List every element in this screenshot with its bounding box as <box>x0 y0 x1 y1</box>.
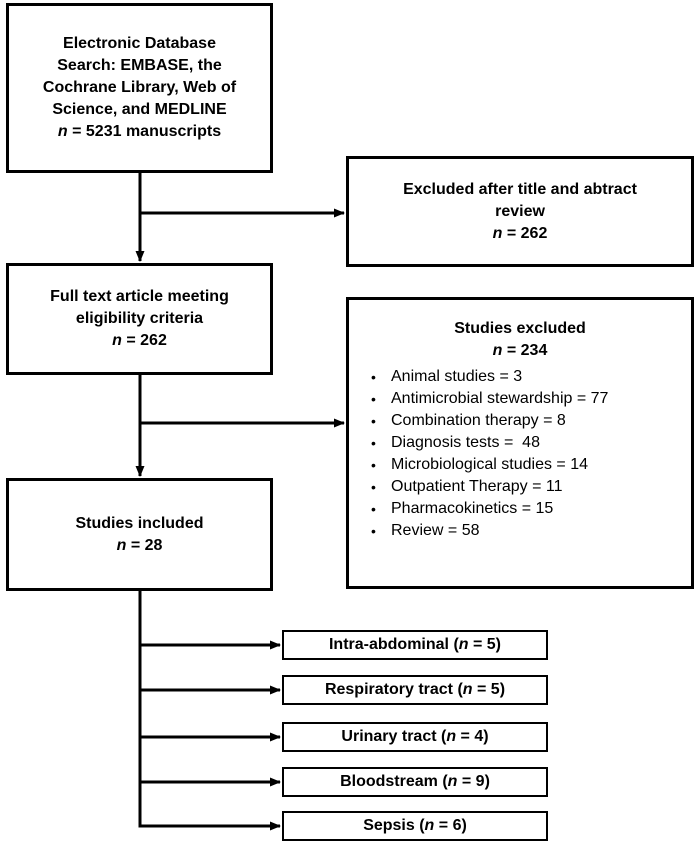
outcome-label: Respiratory tract ( <box>324 681 463 698</box>
outcome-box-intra-abdominal: Intra-abdominal (n = 5) <box>282 630 548 660</box>
box-text-line: Excluded after title and abtract <box>403 180 637 198</box>
n-symbol: n <box>57 123 68 140</box>
exclusion-reason-item: Animal studies = 3 <box>369 366 683 388</box>
exclusion-reason-list: Animal studies = 3 Antimicrobial steward… <box>349 366 691 542</box>
n-count-line: n = 262 <box>112 330 167 352</box>
n-value: = 9) <box>457 773 490 790</box>
exclusion-reason-item: Pharmacokinetics = 15 <box>369 498 683 520</box>
n-symbol: n <box>446 728 457 745</box>
outcome-label: Sepsis ( <box>363 817 425 834</box>
box-text-line: Electronic Database <box>63 35 216 52</box>
n-value: = 4) <box>456 728 489 745</box>
box-text-line: Science, and MEDLINE <box>52 101 227 118</box>
n-symbol: n <box>112 332 122 349</box>
outcome-box-sepsis: Sepsis (n = 6) <box>282 811 548 841</box>
database-search-box: Electronic Database Search: EMBASE, the … <box>6 3 273 173</box>
n-count-line: n = 234 <box>349 340 691 362</box>
full-text-eligibility-box: Full text article meeting eligibility cr… <box>6 263 273 375</box>
exclusion-reason-item: Outpatient Therapy = 11 <box>369 476 683 498</box>
n-value: = 5) <box>468 636 502 653</box>
n-value: = 6) <box>434 817 467 834</box>
studies-excluded-box: Studies excluded n = 234 Animal studies … <box>346 297 694 589</box>
n-value: = 234 <box>502 342 548 359</box>
n-symbol: n <box>462 681 473 698</box>
box-text-line: Studies included <box>75 514 204 532</box>
exclusion-reason-item: Review = 58 <box>369 520 683 542</box>
exclusion-reason-item: Diagnosis tests = 48 <box>369 432 683 454</box>
outcome-label: Urinary tract ( <box>341 728 447 745</box>
outcome-label: Intra-abdominal ( <box>328 636 459 653</box>
n-value: = 28 <box>126 536 163 554</box>
studies-excluded-title: Studies excluded <box>454 320 586 337</box>
box-text-line: review <box>495 202 545 220</box>
n-count-line: n = 28 <box>117 535 163 557</box>
exclusion-reason-item: Combination therapy = 8 <box>369 410 683 432</box>
n-value: = 262 <box>502 224 548 242</box>
n-count-line: n = 262 <box>493 223 548 245</box>
outcome-label: Bloodstream ( <box>340 773 448 790</box>
n-value: = 262 <box>121 332 167 349</box>
excluded-title-abstract-box: Excluded after title and abtract review … <box>346 156 694 267</box>
n-symbol: n <box>492 342 503 359</box>
n-value: = 5231 manuscripts <box>67 123 222 140</box>
exclusion-reason-item: Antimicrobial stewardship = 77 <box>369 388 683 410</box>
studies-included-box: Studies included n = 28 <box>6 478 273 591</box>
n-count-line: n = 5231 manuscripts <box>58 121 221 143</box>
box-text-line: Full text article meeting <box>50 288 229 305</box>
box-text-line: Search: EMBASE, the <box>57 57 222 74</box>
exclusion-reason-item: Microbiological studies = 14 <box>369 454 683 476</box>
n-symbol: n <box>424 817 435 834</box>
outcome-box-respiratory-tract: Respiratory tract (n = 5) <box>282 675 548 705</box>
outcome-box-bloodstream: Bloodstream (n = 9) <box>282 767 548 797</box>
box-text-line: eligibility criteria <box>75 310 204 327</box>
n-value: = 5) <box>472 681 506 698</box>
box-text-line: Cochrane Library, Web of <box>42 79 237 96</box>
n-symbol: n <box>116 536 127 554</box>
outcome-box-urinary-tract: Urinary tract (n = 4) <box>282 722 548 752</box>
n-symbol: n <box>492 224 503 242</box>
n-symbol: n <box>458 636 469 653</box>
n-symbol: n <box>447 773 458 790</box>
